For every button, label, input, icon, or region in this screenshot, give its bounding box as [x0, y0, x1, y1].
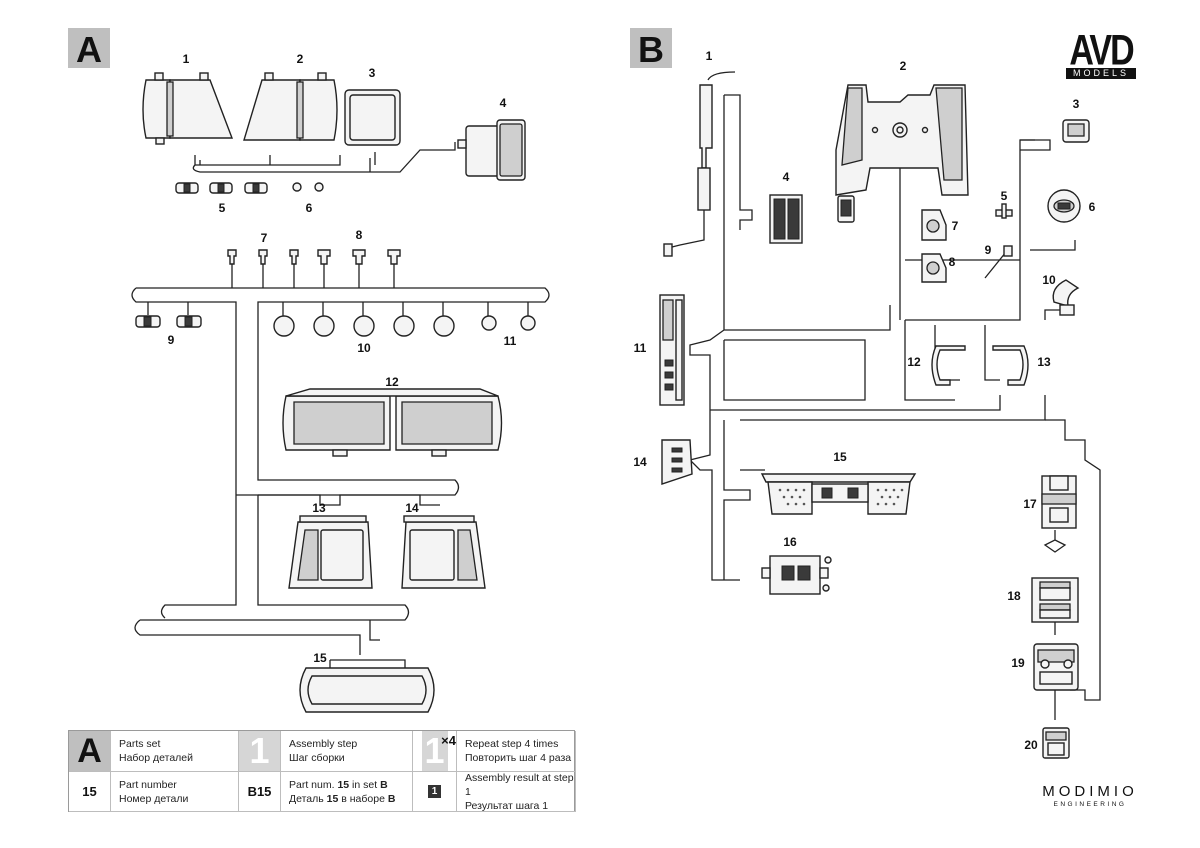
sprue-a-label-3: 3 [369, 66, 376, 80]
sprue-a-part-1 [142, 72, 234, 145]
sprue-b-label-20: 20 [1024, 738, 1038, 752]
sprue-b-part-17 [1041, 475, 1077, 529]
sprue-b-part-2 [835, 84, 969, 223]
sprue-b-label-4: 4 [783, 170, 790, 184]
sprue-a-label-12: 12 [385, 375, 399, 389]
sprue-b-part-10 [1052, 279, 1080, 316]
sprue-a-label-10: 10 [357, 341, 371, 355]
legend-part-in-set-text: Part num. 15 in set B Деталь 15 в наборе… [281, 772, 413, 812]
sprue-a-label-5: 5 [219, 201, 226, 215]
sheet-a-letter-box [68, 28, 110, 68]
symbol-legend: A Parts set Набор деталей 1 Assembly ste… [68, 730, 576, 812]
sprue-b-label-9: 9 [985, 243, 992, 257]
sprue-b-label-7: 7 [952, 219, 959, 233]
sprue-b-part-12 [931, 345, 966, 386]
sprue-a-label-14: 14 [405, 501, 419, 515]
sprue-b-part-20 [1042, 727, 1070, 759]
legend-part-number-symbol: 15 [69, 772, 111, 812]
legend-part-number-text: Part number Номер детали [111, 772, 239, 812]
sprue-a-label-6: 6 [306, 201, 313, 215]
sprue-b-part-9 [984, 245, 1013, 279]
avd-logo-text: AVD [1069, 26, 1134, 75]
sprue-b-part-1 [663, 71, 736, 257]
sprue-b-part-18 [1031, 577, 1079, 623]
sprue-b-label-3: 3 [1073, 97, 1080, 111]
sprue-a: A 1 2 3 [68, 28, 550, 713]
sprue-a-part-6 [292, 182, 324, 192]
sprue-a-label-15: 15 [313, 651, 327, 665]
sprue-a-part-7 [227, 249, 299, 265]
legend-parts-set-text: Parts set Набор деталей [111, 731, 239, 772]
sprue-a-part-10 [273, 315, 455, 337]
sprue-a-label-9: 9 [168, 333, 175, 347]
sprue-a-part-5 [175, 182, 268, 194]
sprue-b-label-14: 14 [633, 455, 647, 469]
legend-assembly-result-text: Assembly result at step 1 Результат шага… [457, 772, 576, 812]
sprue-b-part-13 [992, 345, 1029, 386]
sprue-b-part-8 [921, 253, 947, 283]
sprue-b-label-19: 19 [1011, 656, 1025, 670]
sprue-a-part-13 [288, 515, 373, 589]
legend-repeat-step-text: Repeat step 4 times Повторить шаг 4 раза [457, 731, 576, 772]
sprue-b-label-5: 5 [1001, 189, 1008, 203]
sprue-a-label-4: 4 [500, 96, 507, 110]
sprue-a-top-rail [192, 142, 456, 173]
sheet-a-letter: A [76, 29, 102, 70]
sprue-a-part-4 [457, 119, 526, 181]
sprue-b-label-16: 16 [783, 535, 797, 549]
sprue-a-part-15 [299, 659, 435, 713]
legend-repeat-step-symbol: 1 ×4 [413, 730, 457, 772]
sprue-b-part-11 [659, 294, 685, 406]
legend-part-in-set-symbol: B15 [239, 772, 281, 812]
sprue-b-part-15 [760, 473, 917, 515]
sprue-a-part-9 [135, 315, 202, 328]
sprue-a-label-11: 11 [504, 334, 517, 348]
sprue-b-label-10: 10 [1042, 273, 1056, 287]
sprue-a-part-14 [401, 515, 486, 589]
avd-models-logo: AVD MODELS [1066, 28, 1136, 80]
sprue-b-label-1: 1 [706, 49, 713, 63]
sprue-b-label-13: 13 [1037, 355, 1051, 369]
sprue-a-label-8: 8 [356, 228, 363, 242]
legend-assembly-result-symbol: 1 [413, 772, 457, 812]
sprue-a-part-3 [344, 89, 401, 146]
sprue-b: B 1 2 [630, 28, 1101, 759]
sprue-a-part-8 [317, 249, 401, 265]
modimio-logo: MODIMIO ENGINEERING [1040, 784, 1140, 809]
sprue-a-label-13: 13 [312, 501, 326, 515]
sprue-a-part-12 [282, 388, 503, 457]
sprue-b-part-16 [761, 555, 832, 595]
sprue-a-part-2 [243, 72, 338, 141]
sprue-b-part-5 [995, 203, 1013, 219]
sprue-b-label-11: 11 [634, 341, 647, 355]
sprue-b-part-3 [1062, 119, 1090, 143]
sprue-b-label-12: 12 [907, 355, 921, 369]
sprue-b-part-19 [1033, 643, 1079, 691]
modimio-logo-subtitle: ENGINEERING [1053, 801, 1127, 808]
sheet-b-letter-box [630, 28, 672, 68]
sprue-b-label-8: 8 [949, 255, 956, 269]
sprue-b-label-2: 2 [900, 59, 907, 73]
sprue-a-part-11 [481, 315, 536, 331]
sprue-b-label-6: 6 [1089, 200, 1096, 214]
sprue-b-label-18: 18 [1007, 589, 1021, 603]
legend-assembly-step-text: Assembly step Шаг сборки [281, 731, 413, 772]
modimio-logo-text: MODIMIO [1042, 783, 1138, 800]
sprue-a-label-1: 1 [183, 52, 190, 66]
legend-assembly-step-symbol: 1 [239, 730, 281, 772]
sprue-b-part-4 [769, 194, 803, 244]
sprue-b-part-7 [921, 209, 947, 241]
sprue-b-part-6 [1047, 189, 1081, 223]
sprue-a-main-frame [131, 287, 550, 655]
sprue-a-label-7: 7 [261, 231, 268, 245]
sprue-a-label-2: 2 [297, 52, 304, 66]
sprue-b-part-14 [661, 439, 693, 485]
legend-parts-set-symbol: A [69, 731, 111, 772]
avd-logo-subtitle: MODELS [1066, 68, 1136, 79]
sprue-b-label-17: 17 [1023, 497, 1037, 511]
sprue-b-label-15: 15 [833, 450, 847, 464]
sheet-b-letter: B [638, 29, 664, 70]
